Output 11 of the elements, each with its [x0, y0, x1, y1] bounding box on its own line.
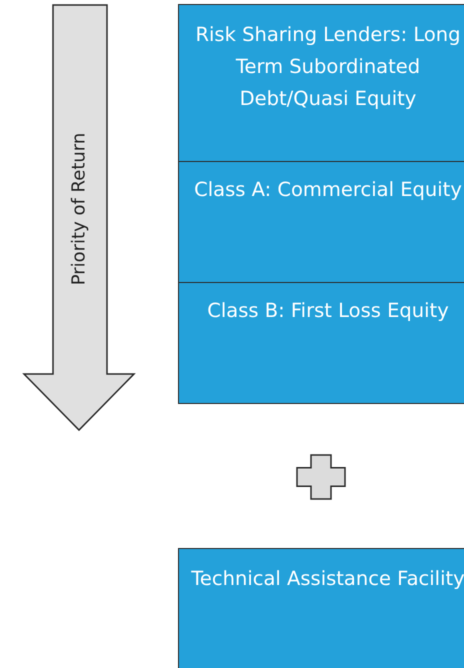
box-label: Class B: First Loss Equity [206, 298, 450, 324]
tier-box [178, 548, 464, 668]
arrow-label: Priority of Return [68, 132, 90, 286]
box-label: Class A: Commercial Equity [193, 177, 463, 203]
box-label: Technical Assistance Facility [190, 566, 464, 592]
tier-box [178, 282, 464, 404]
tier-box [178, 4, 464, 162]
direction-arrow [22, 4, 136, 432]
box-label: Risk Sharing Lenders: Long Term Subordinated Debt/Quasi Equity [194, 22, 462, 112]
plus-icon [296, 454, 346, 500]
tier-box [178, 161, 464, 283]
